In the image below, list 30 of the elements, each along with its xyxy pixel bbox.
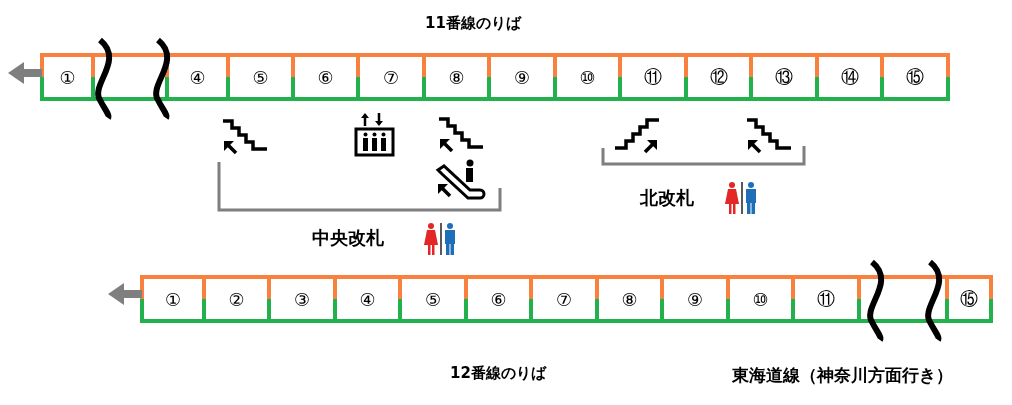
car-number: ⑧ [448, 66, 465, 88]
car-number: ① [164, 288, 182, 310]
car-number: ④ [359, 288, 376, 310]
gate-label: 北改札 [640, 186, 694, 210]
car-number: ⑭ [840, 65, 859, 89]
car-number: ⑮ [906, 65, 924, 89]
car-number: ② [228, 288, 245, 310]
car-number: ⑥ [317, 66, 334, 88]
car-number: ⑨ [513, 66, 531, 88]
car-number: ⑬ [775, 65, 793, 89]
car-number: ⑮ [960, 287, 978, 311]
platform-label: 12番線のりば [450, 364, 546, 383]
car-number: ① [59, 66, 76, 88]
platform-label: 東海道線（神奈川方面行き） [732, 364, 953, 387]
car-number: ⑧ [621, 288, 638, 310]
car-number: ③ [293, 288, 311, 310]
platform-label: 11番線のりば [425, 14, 521, 33]
car-number: ⑥ [490, 288, 507, 310]
car-number: ⑪ [817, 287, 835, 311]
car-number: ⑤ [424, 288, 442, 310]
car-number: ⑩ [579, 66, 596, 88]
car-number: ⑫ [709, 65, 728, 89]
car-number: ⑦ [382, 66, 400, 88]
car-number: ④ [189, 66, 206, 88]
car-number: ⑨ [686, 288, 704, 310]
car-number: ⑪ [644, 65, 662, 89]
car-number: ⑩ [752, 288, 769, 310]
car-number: ⑤ [252, 66, 269, 88]
car-number: ⑦ [555, 288, 573, 310]
gate-label: 中央改札 [312, 226, 384, 250]
